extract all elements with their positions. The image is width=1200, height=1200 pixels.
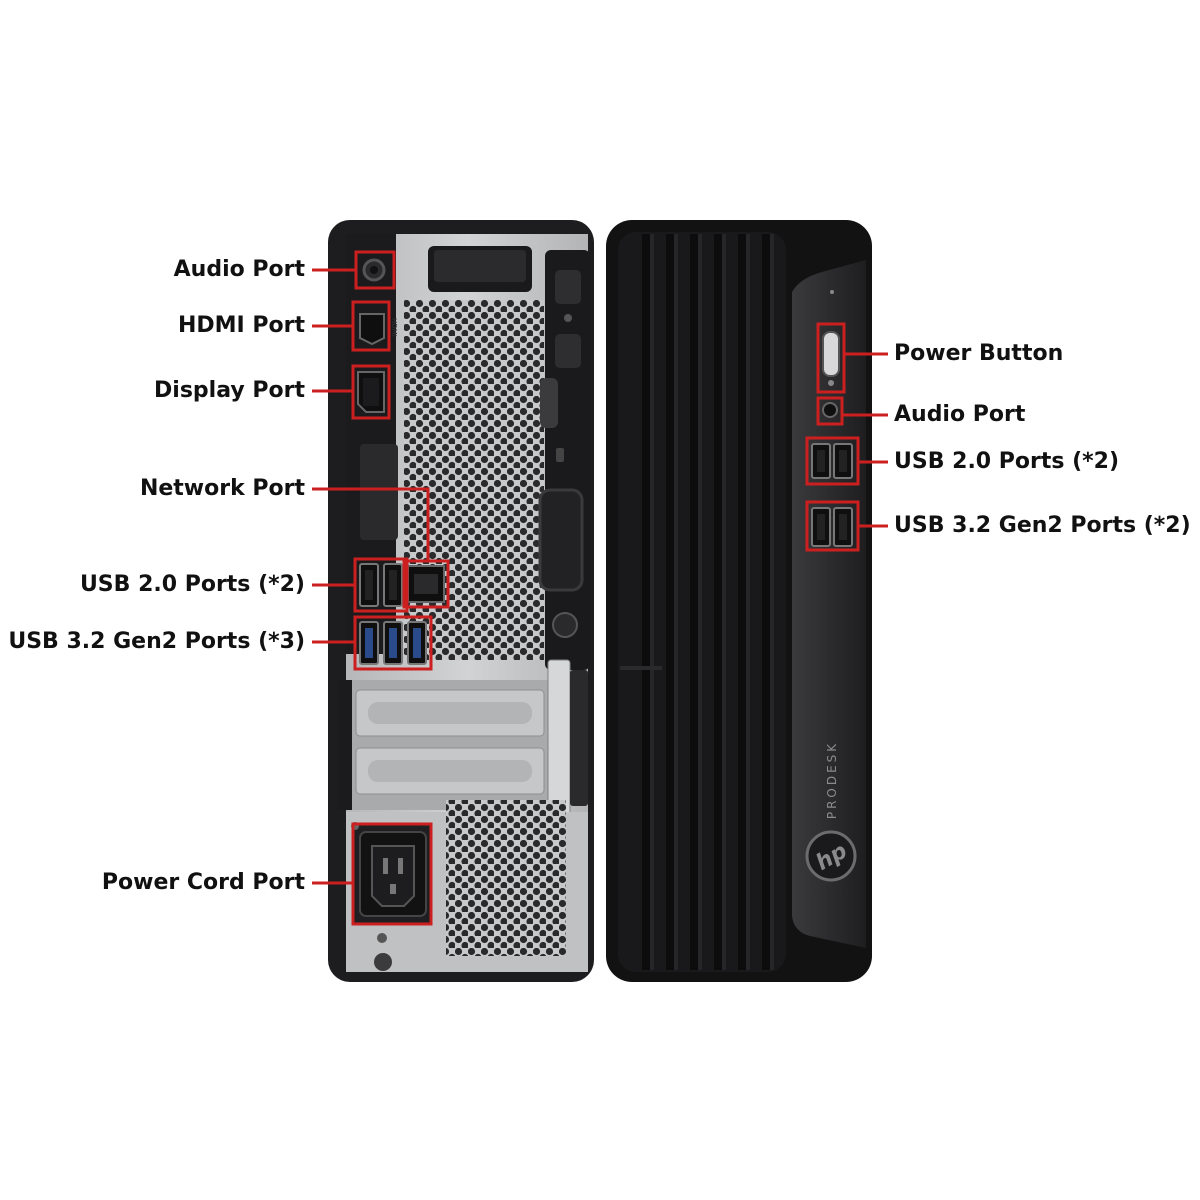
prodesk-wordmark: PRODESK [825,741,839,819]
label-rear-display-port: Display Port [154,378,305,403]
rear-hdmi-port: HDMI [359,313,398,346]
rear-audio-port [362,258,386,282]
rear-usb32-ports [359,621,427,665]
label-rear-audio-port: Audio Port [173,257,305,282]
label-front-audio-port: Audio Port [894,402,1026,427]
label-front-usb32-ports: USB 3.2 Gen2 Ports (*2) [894,513,1191,538]
label-rear-hdmi-port: HDMI Port [177,313,305,338]
front-chassis [606,220,872,982]
front-power-button [822,331,840,386]
label-rear-usb32-ports: USB 3.2 Gen2 Ports (*3) [8,629,305,654]
label-front-power-button: Power Button [894,341,1064,366]
rear-network-port [407,565,445,603]
front-usb20-ports [811,443,853,479]
hp-logo: hp [805,830,857,882]
rear-power-cord-port [359,831,427,917]
hdmi-mark: HDMI [390,318,398,337]
rear-usb20-ports [359,563,403,607]
front-audio-port [822,402,838,418]
label-rear-network-port: Network Port [139,476,305,501]
label-front-usb20-ports: USB 2.0 Ports (*2) [894,449,1120,474]
rear-callouts [312,250,450,926]
label-rear-usb20-ports: USB 2.0 Ports (*2) [79,572,305,597]
label-rear-power-cord-port: Power Cord Port [101,870,305,895]
front-callouts [805,322,888,552]
front-usb32-ports [811,507,853,547]
rear-display-port [357,371,385,413]
